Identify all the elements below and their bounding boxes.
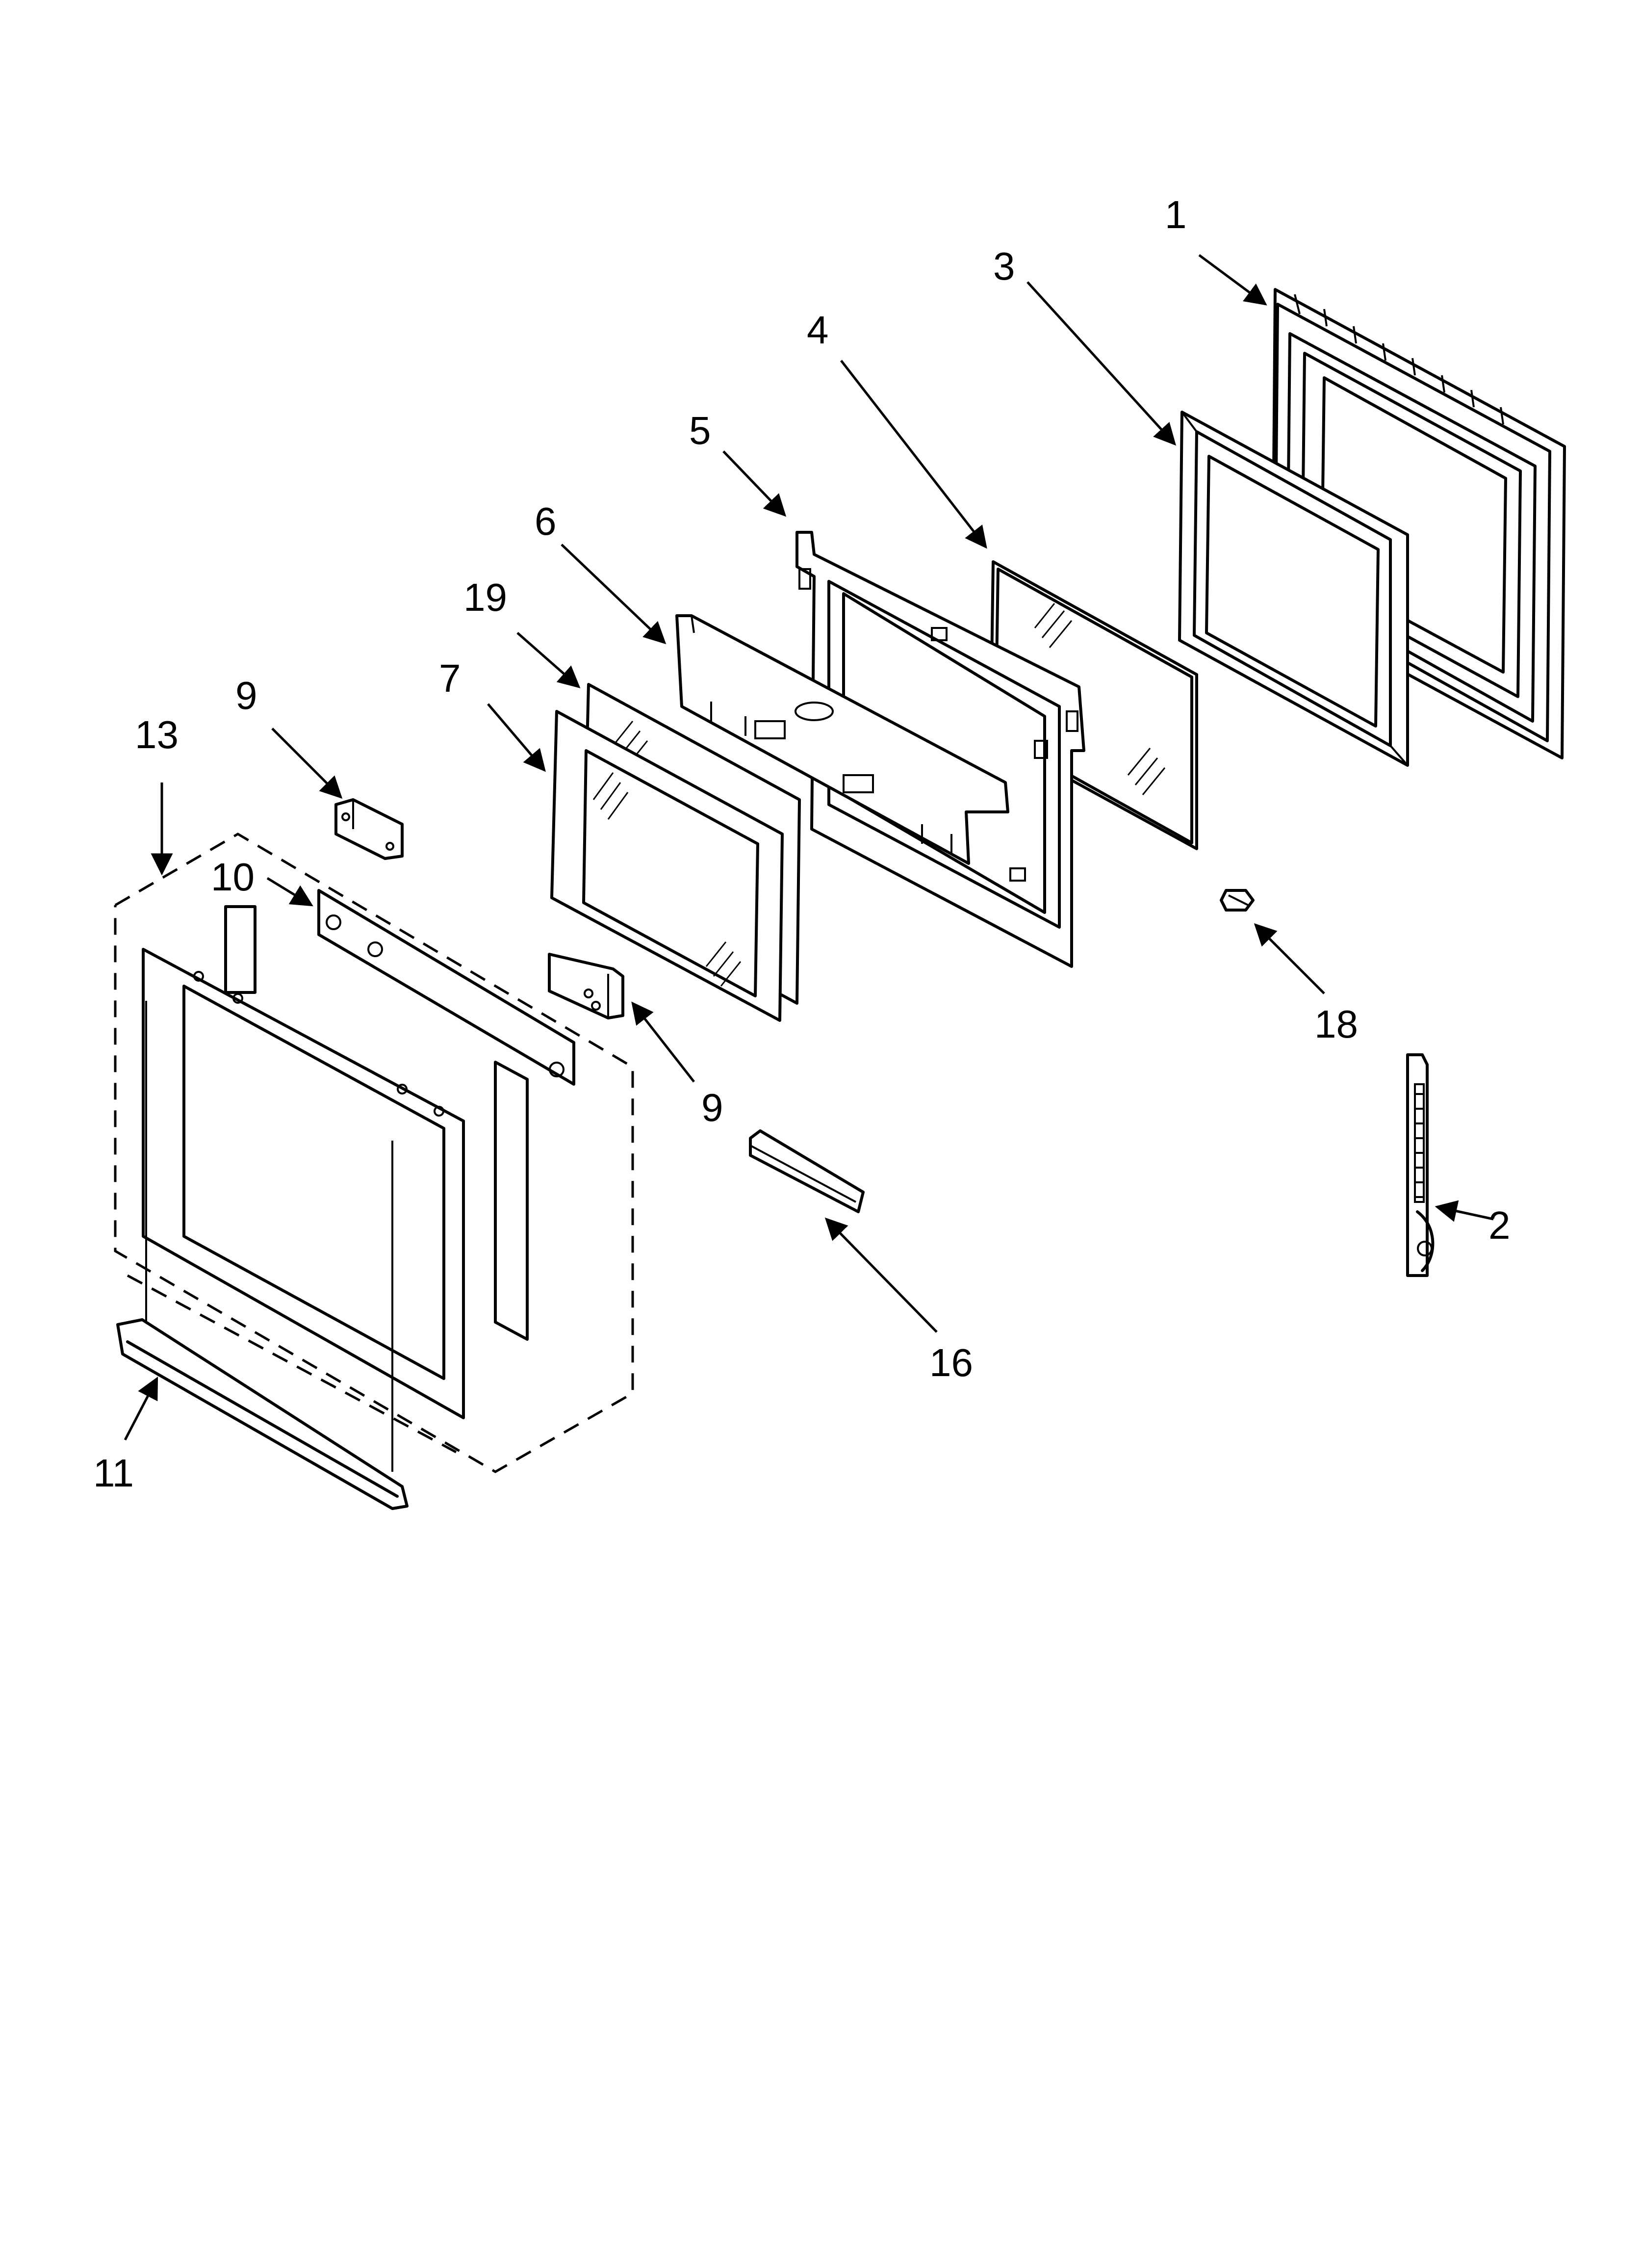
callout-10: 10: [211, 855, 255, 899]
leader-10: [266, 877, 313, 907]
leader-6: [561, 544, 667, 645]
callout-2: 2: [1488, 1203, 1511, 1247]
leader-3: [1026, 281, 1177, 446]
part-6-door-baffle: [675, 614, 1009, 865]
part-16-door-seal-strip: [749, 1129, 865, 1213]
callout-labels: 1 3 4 5 6 19 7 9 13 10 9 18 2 16 11: [93, 193, 1511, 1495]
part-18-clip: [1220, 889, 1255, 912]
leader-18: [1254, 923, 1325, 994]
leader-16: [824, 1217, 938, 1333]
callout-7: 7: [439, 656, 461, 700]
callout-3: 3: [993, 244, 1015, 288]
leader-19: [516, 632, 581, 688]
callout-13: 13: [135, 713, 179, 756]
part-3-door-frame-gasket: [1178, 411, 1409, 767]
leader-1: [1198, 254, 1267, 306]
part-1-door-outer-panel: [1271, 288, 1566, 759]
leader-9-bottom: [631, 1001, 695, 1083]
part-9-hinge-bracket-top: [334, 798, 404, 860]
part-7-glass-pack: [550, 710, 784, 1022]
leader-5: [722, 450, 787, 517]
callout-11: 11: [93, 1451, 134, 1495]
leader-4: [840, 360, 987, 549]
leader-lines: [124, 254, 1494, 1441]
callout-1: 1: [1165, 193, 1187, 236]
callout-18: 18: [1314, 1002, 1358, 1046]
leader-2: [1435, 1200, 1494, 1222]
leader-9-top: [271, 728, 343, 799]
callout-4: 4: [807, 308, 829, 352]
callout-6: 6: [535, 499, 557, 543]
callout-9-bottom: 9: [701, 1086, 723, 1129]
callout-19: 19: [463, 575, 507, 619]
part-2-door-hinge: [1406, 1053, 1435, 1277]
callout-5: 5: [689, 409, 711, 452]
part-13-outer-door-assembly: [114, 833, 634, 1473]
outer-door-glass-panel: [142, 905, 529, 1472]
leader-7: [487, 703, 546, 772]
part-9-hinge-bracket-bottom: [548, 953, 624, 1019]
callout-9-top: 9: [235, 674, 257, 717]
callout-16: 16: [929, 1341, 973, 1384]
part-11-door-handle: [116, 1318, 409, 1510]
part-10-vent-trim: [317, 889, 575, 1086]
leader-11: [124, 1377, 158, 1441]
